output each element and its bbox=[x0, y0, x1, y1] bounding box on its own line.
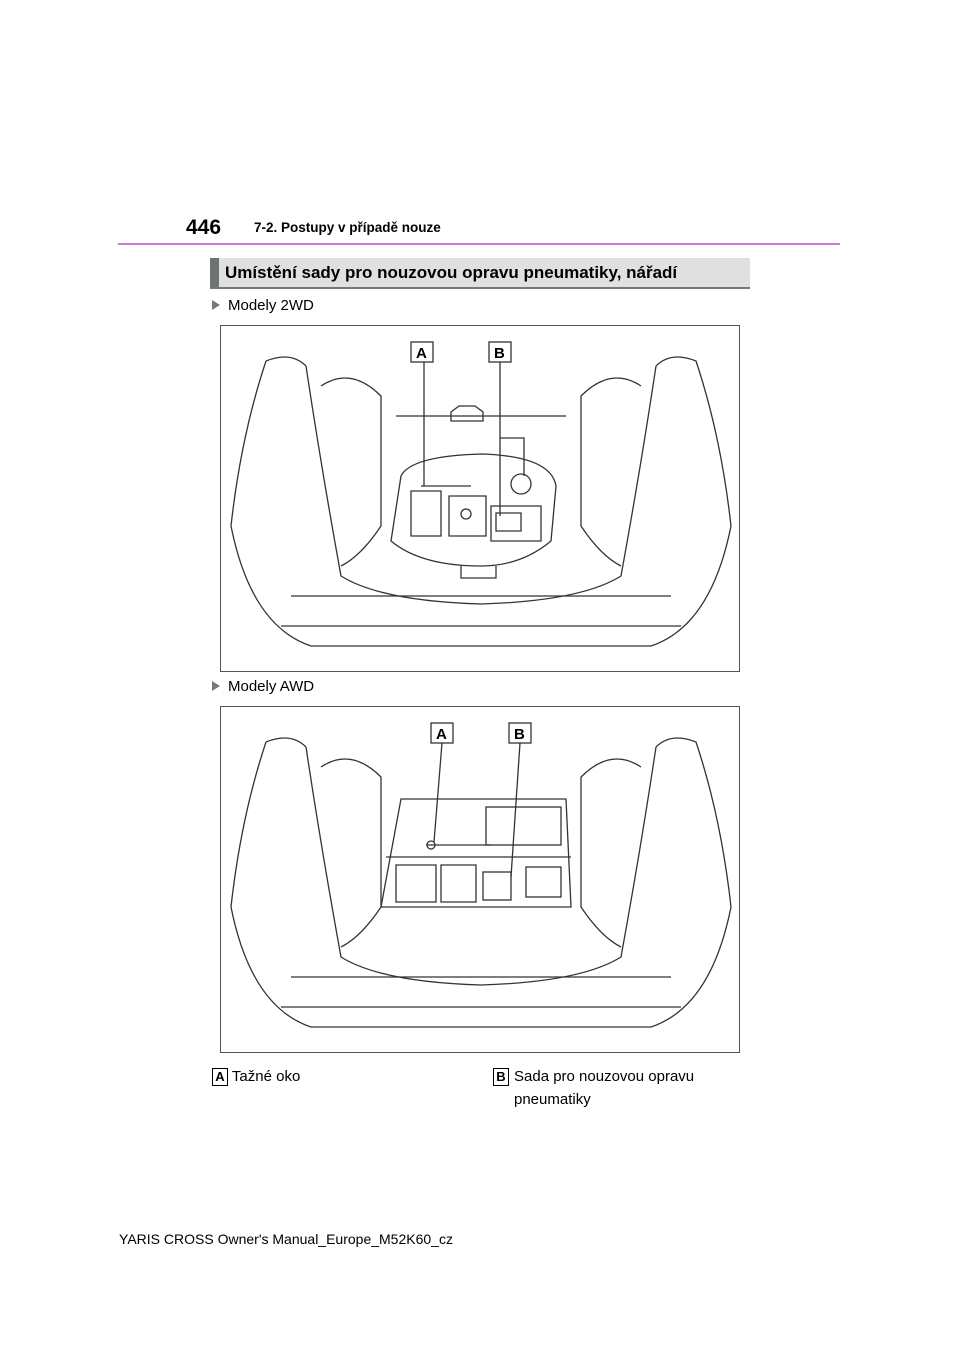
callout-a: A bbox=[436, 726, 447, 743]
caption-text: Modely 2WD bbox=[228, 297, 314, 314]
callout-b: B bbox=[514, 726, 525, 743]
heading-stripe bbox=[210, 258, 219, 287]
legend-key: A bbox=[212, 1068, 228, 1086]
caption-text: Modely AWD bbox=[228, 678, 315, 695]
figure-2wd-trunk: A B bbox=[220, 325, 740, 672]
caption-awd: Modely AWD bbox=[212, 678, 314, 695]
callout-a: A bbox=[416, 345, 427, 362]
legend-item-b: B Sada pro nouzovou opravu pneumatiky bbox=[493, 1065, 733, 1111]
section-title: 7-2. Postupy v případě nouze bbox=[254, 220, 441, 235]
callout-b: B bbox=[494, 345, 505, 362]
bullet-triangle-icon bbox=[212, 300, 220, 310]
header-divider bbox=[118, 243, 840, 245]
section-heading: Umístění sady pro nouzovou opravu pneuma… bbox=[210, 258, 750, 289]
legend-item-a: A Tažné oko bbox=[212, 1065, 300, 1088]
legend-text: Tažné oko bbox=[231, 1068, 301, 1085]
legend-text: Sada pro nouzovou opravu pneumatiky bbox=[514, 1068, 695, 1108]
bullet-triangle-icon bbox=[212, 681, 220, 691]
figure-awd-trunk: A B bbox=[220, 706, 740, 1053]
footer: YARIS CROSS Owner's Manual_Europe_M52K60… bbox=[119, 1231, 453, 1247]
legend-key: B bbox=[493, 1068, 509, 1086]
page-number: 446 bbox=[186, 216, 222, 239]
heading-text: Umístění sady pro nouzovou opravu pneuma… bbox=[225, 263, 678, 282]
caption-2wd: Modely 2WD bbox=[212, 297, 314, 314]
